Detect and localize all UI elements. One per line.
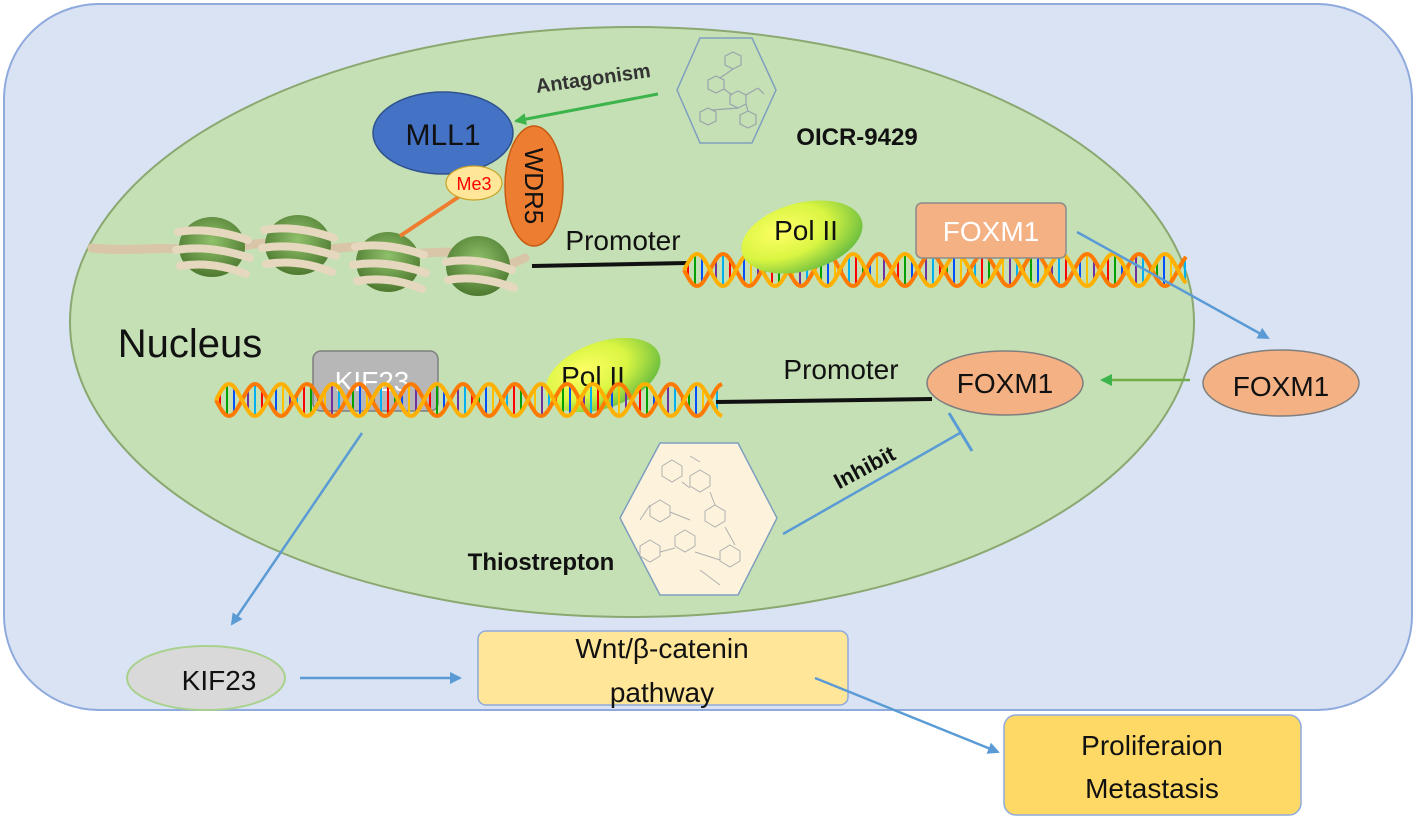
kif23-protein: KIF23 (126, 645, 286, 711)
foxm1-nuclear: FOXM1 (926, 350, 1084, 416)
promoter-label-top: Promoter (565, 225, 680, 256)
pol-ii-top: Pol II (741, 200, 863, 274)
export-arrow (1076, 230, 1270, 340)
thiostrepton-molecule (619, 442, 778, 596)
oicr-9429-molecule (676, 37, 777, 144)
me3-label: Me3 (456, 174, 491, 194)
chromatin (87, 215, 530, 296)
kif23-protein-label: KIF23 (182, 665, 257, 696)
dna-backbone (214, 382, 723, 418)
mll1-complex: MLL1 (372, 91, 514, 175)
dna-backbone (214, 382, 723, 418)
wnt-label-line1: Wnt/β-catenin (575, 633, 748, 664)
outcome-box: Proliferaion Metastasis (1003, 714, 1302, 816)
dna-helix-bottom (214, 382, 723, 418)
wnt-label-line2: pathway (610, 677, 714, 708)
me3-mark: Me3 (445, 165, 503, 201)
nucleosome-4 (442, 236, 518, 296)
nucleosome-1 (172, 217, 254, 278)
foxm1-gene-box: FOXM1 (915, 202, 1067, 259)
promoter-line-bottom (715, 397, 933, 404)
oicr-9429-label: OICR-9429 (796, 124, 917, 151)
nucleus-label: Nucleus (118, 322, 263, 366)
foxm1-cytoplasm: FOXM1 (1202, 349, 1360, 417)
pol-ii-top-label: Pol II (774, 215, 838, 246)
thiostrepton-label: Thiostrepton (468, 549, 615, 576)
kif23-expression-arrow (230, 432, 364, 626)
wdr5-label: WDR5 (519, 148, 549, 225)
foxm1-gene-label: FOXM1 (943, 216, 1039, 247)
dna-backbone (682, 252, 1188, 288)
promoter-label-bottom: Promoter (783, 354, 898, 385)
mll1-node (372, 91, 514, 175)
outcome-label-line2: Metastasis (1085, 773, 1219, 804)
wdr5-protein: WDR5 (504, 125, 564, 247)
wnt-to-outcome-arrow (814, 676, 1000, 754)
nucleosome-3 (349, 232, 430, 293)
antagonism-arrow (514, 92, 659, 126)
outcome-label-line1: Proliferaion (1081, 730, 1223, 761)
foxm1-cyto-label: FOXM1 (1233, 371, 1329, 402)
promoter-line-top (531, 261, 688, 268)
inhibit-line (782, 412, 974, 536)
nucleus-ellipse (69, 26, 1195, 618)
nucleosome-2 (258, 215, 340, 276)
methylation-link (398, 194, 462, 238)
wnt-pathway-box: Wnt/β-catenin pathway (477, 630, 849, 708)
kif23-gene-label: KIF23 (335, 366, 410, 397)
foxm1-nuclear-label: FOXM1 (957, 368, 1053, 399)
mll1-label: MLL1 (405, 119, 480, 152)
